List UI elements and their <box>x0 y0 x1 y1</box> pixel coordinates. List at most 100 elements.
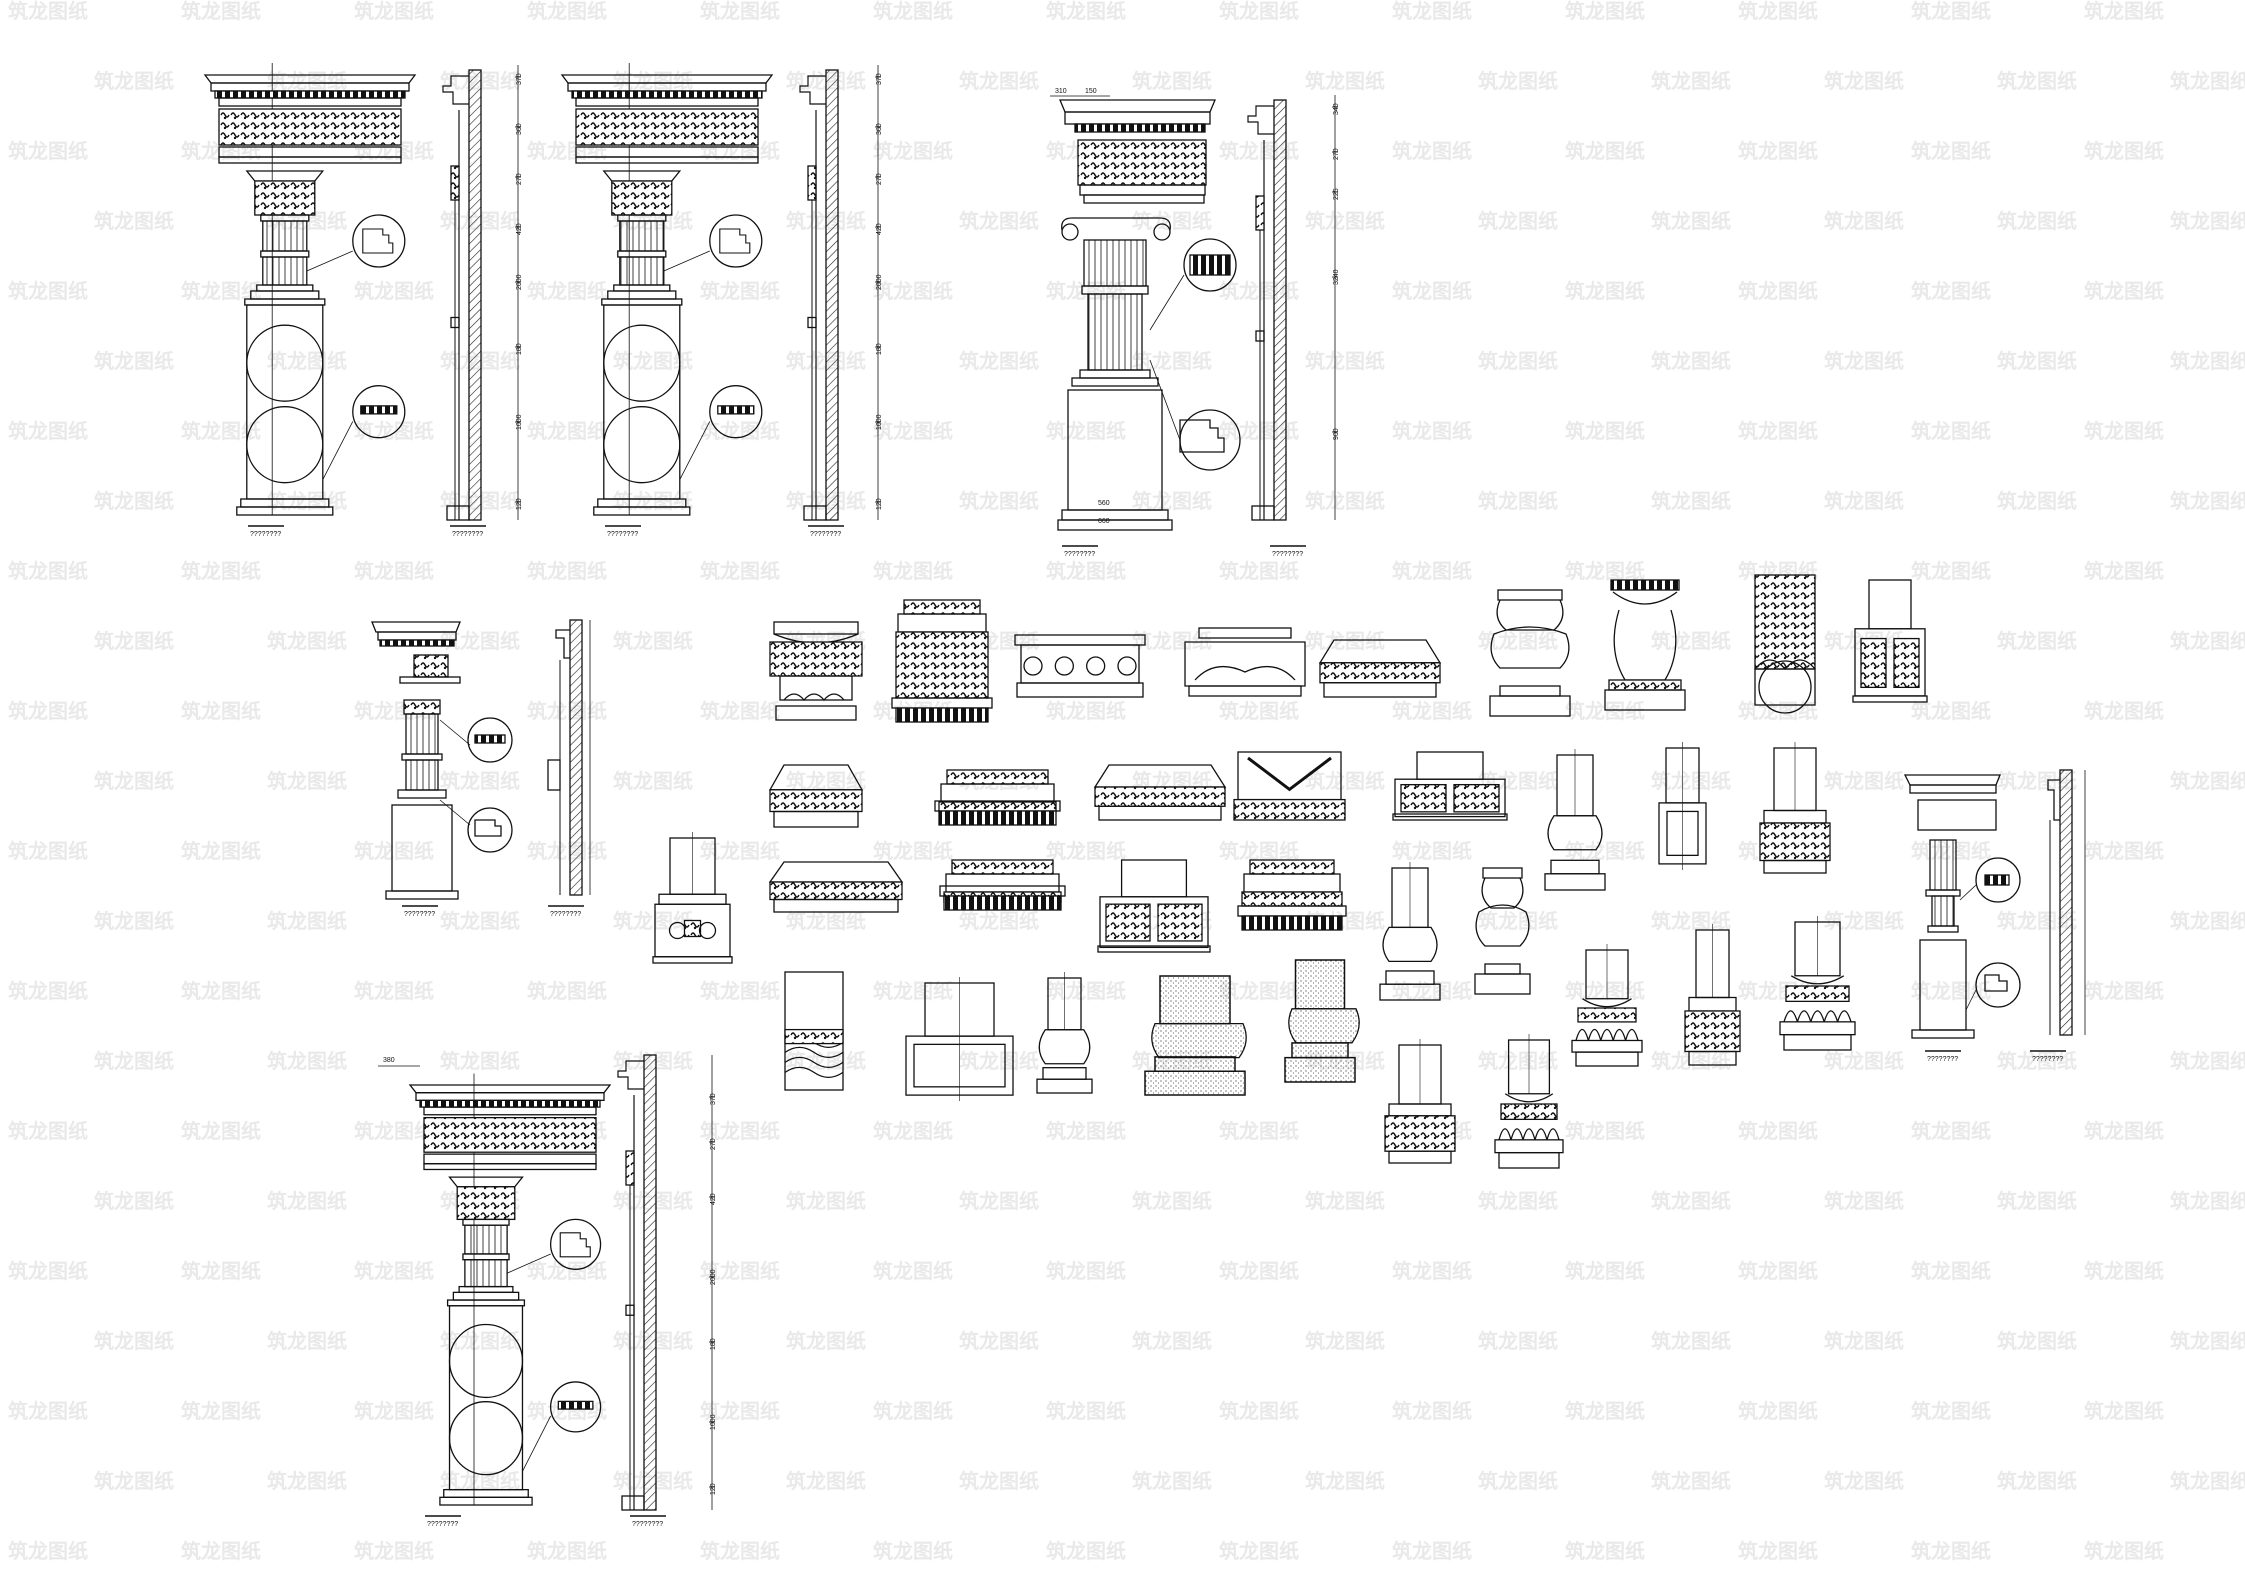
dimension-label: 120 <box>876 498 883 510</box>
scale-label: ???????? <box>1064 551 1095 558</box>
watermark-text: 筑龙图纸 <box>1392 699 1472 723</box>
watermark-text: 筑龙图纸 <box>786 1329 866 1353</box>
column-base-10 <box>768 764 864 828</box>
scale-label: ???????? <box>607 531 638 538</box>
column-base-26 <box>905 977 1014 1101</box>
watermark-text: 筑龙图纸 <box>94 629 174 653</box>
watermark-text: 筑龙图纸 <box>1565 1259 1645 1283</box>
watermark-text: 筑龙图纸 <box>873 139 953 163</box>
watermark-text: 筑龙图纸 <box>181 1259 261 1283</box>
watermark-text: 筑龙图纸 <box>1824 1469 1904 1493</box>
watermark-text: 筑龙图纸 <box>94 69 174 93</box>
dimension-label: 380 <box>383 1057 395 1064</box>
watermark-text: 筑龙图纸 <box>8 0 88 23</box>
column-base-23 <box>1379 862 1441 1001</box>
watermark-text: 筑龙图纸 <box>959 909 1039 933</box>
dimension-label: 900 <box>1333 428 1340 440</box>
watermark-text: 筑龙图纸 <box>1911 699 1991 723</box>
dimension-label: 420 <box>516 223 523 235</box>
watermark-text: 筑龙图纸 <box>181 1119 261 1143</box>
watermark-text: 筑龙图纸 <box>181 1539 261 1563</box>
watermark-text: 筑龙图纸 <box>354 839 434 863</box>
watermark-text: 筑龙图纸 <box>267 1189 347 1213</box>
watermark-text: 筑龙图纸 <box>1738 419 1818 443</box>
watermark-text: 筑龙图纸 <box>8 1539 88 1563</box>
watermark-text: 筑龙图纸 <box>1565 139 1645 163</box>
watermark-text: 筑龙图纸 <box>8 979 88 1003</box>
watermark-text: 筑龙图纸 <box>1738 1399 1818 1423</box>
column-base-15 <box>1544 749 1606 891</box>
watermark-text: 筑龙图纸 <box>1911 1259 1991 1283</box>
watermark-text: 筑龙图纸 <box>527 839 607 863</box>
watermark-text: 筑龙图纸 <box>959 489 1039 513</box>
scale-label: ???????? <box>427 1521 458 1528</box>
watermark-text: 筑龙图纸 <box>1478 489 1558 513</box>
watermark-text: 筑龙图纸 <box>440 1049 520 1073</box>
column-base-33 <box>1779 916 1856 1051</box>
watermark-text: 筑龙图纸 <box>267 489 347 513</box>
column-base-28 <box>1144 975 1247 1096</box>
watermark-text: 筑龙图纸 <box>1478 1329 1558 1353</box>
watermark-text: 筑龙图纸 <box>1824 489 1904 513</box>
watermark-text: 筑龙图纸 <box>2084 559 2164 583</box>
watermark-text: 筑龙图纸 <box>8 1259 88 1283</box>
dimension-label: 1000 <box>876 414 883 430</box>
dimension-label: 370 <box>710 1093 717 1105</box>
watermark-text: 筑龙图纸 <box>1651 349 1731 373</box>
watermark-text: 筑龙图纸 <box>2170 1189 2245 1213</box>
watermark-text: 筑龙图纸 <box>1305 349 1385 373</box>
watermark-text: 筑龙图纸 <box>1565 1399 1645 1423</box>
watermark-text: 筑龙图纸 <box>1305 1329 1385 1353</box>
watermark-text: 筑龙图纸 <box>267 1469 347 1493</box>
column-base-31 <box>1571 944 1643 1067</box>
watermark-text: 筑龙图纸 <box>1392 279 1472 303</box>
watermark-text: 筑龙图纸 <box>354 1119 434 1143</box>
watermark-text: 筑龙图纸 <box>613 349 693 373</box>
scale-label: ???????? <box>452 531 483 538</box>
watermark-text: 筑龙图纸 <box>873 839 953 863</box>
watermark-text: 筑龙图纸 <box>1911 1539 1991 1563</box>
watermark-text: 筑龙图纸 <box>440 1329 520 1353</box>
watermark-text: 筑龙图纸 <box>2084 139 2164 163</box>
watermark-text: 筑龙图纸 <box>1219 1259 1299 1283</box>
dimension-label: 180 <box>710 1338 717 1350</box>
column-base-34 <box>1494 1034 1564 1169</box>
dimension-label: 660 <box>1098 518 1110 525</box>
dimension-label: 370 <box>516 73 523 85</box>
watermark-text: 筑龙图纸 <box>1392 139 1472 163</box>
watermark-text: 筑龙图纸 <box>8 839 88 863</box>
watermark-text: 筑龙图纸 <box>2170 1049 2245 1073</box>
watermark-text: 筑龙图纸 <box>2084 699 2164 723</box>
scale-label: ???????? <box>1927 1056 1958 1063</box>
order-2: 37036027042020001801000120??????????????… <box>560 63 883 538</box>
column-base-24 <box>1474 867 1531 995</box>
watermark-text: 筑龙图纸 <box>1046 699 1126 723</box>
watermark-text: 筑龙图纸 <box>1911 0 1991 23</box>
dimension-label: 2000 <box>710 1269 717 1285</box>
column-base-9 <box>1852 579 1928 703</box>
watermark-text: 筑龙图纸 <box>1997 1469 2077 1493</box>
watermark-text: 筑龙图纸 <box>8 419 88 443</box>
watermark-text: 筑龙图纸 <box>1046 979 1126 1003</box>
watermark-text: 筑龙图纸 <box>613 69 693 93</box>
watermark-text: 筑龙图纸 <box>1392 0 1472 23</box>
watermark-text: 筑龙图纸 <box>2084 419 2164 443</box>
column-base-21 <box>1237 859 1347 931</box>
watermark-text: 筑龙图纸 <box>1824 1329 1904 1353</box>
scale-label: ???????? <box>404 911 435 918</box>
watermark-text: 筑龙图纸 <box>959 1189 1039 1213</box>
watermark-text: 筑龙图纸 <box>354 559 434 583</box>
watermark-text: 筑龙图纸 <box>959 1329 1039 1353</box>
watermark-text: 筑龙图纸 <box>1132 1329 1212 1353</box>
watermark-text: 筑龙图纸 <box>94 1469 174 1493</box>
watermark-text: 筑龙图纸 <box>2170 209 2245 233</box>
dimension-label: 120 <box>710 1483 717 1495</box>
watermark-text: 筑龙图纸 <box>527 979 607 1003</box>
column-base-13 <box>1233 751 1346 821</box>
watermark-text: 筑龙图纸 <box>1565 559 1645 583</box>
watermark-text: 筑龙图纸 <box>1824 1189 1904 1213</box>
watermark-text: 筑龙图纸 <box>354 0 434 23</box>
watermark-text: 筑龙图纸 <box>1738 1539 1818 1563</box>
watermark-text: 筑龙图纸 <box>354 419 434 443</box>
